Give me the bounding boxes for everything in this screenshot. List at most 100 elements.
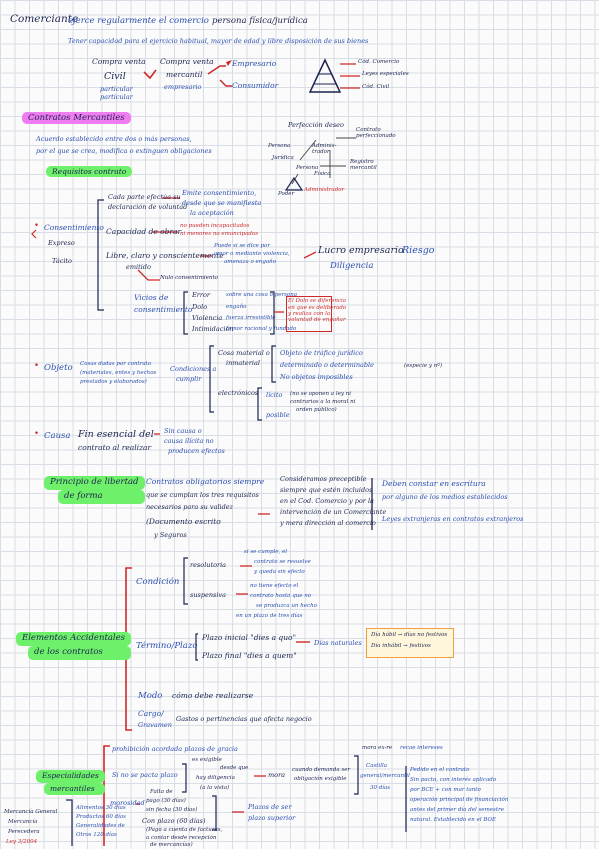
causa-label: Causa — [44, 431, 71, 441]
suspensiva-note-4: en un plazo de tres días — [236, 613, 303, 619]
compra-mercantil-1: Compra venta — [160, 57, 214, 66]
consentimiento-label: Consentimiento — [44, 223, 104, 232]
consideran-3: en el Cod. Comercio y por la — [280, 497, 374, 505]
mora-automatica: recae intereses — [400, 745, 443, 751]
vicio-note-2: engaño — [226, 304, 247, 310]
libre-1: Libre, claro y conscientemente — [106, 251, 224, 260]
resolutoria-note-1: si se cumple, el — [244, 549, 288, 555]
condiciones-2: cumplir — [176, 375, 202, 383]
vicio-note-1: sobre una cosa o persona — [226, 292, 298, 298]
bullet-dot: • — [34, 221, 40, 231]
left-block-3: Perecedera — [8, 829, 40, 835]
suspensiva-label: suspensiva — [190, 591, 227, 599]
objeto-desc-3: prestados y elaborados) — [80, 379, 147, 385]
modo-desc: cómo debe realizarse — [172, 691, 254, 700]
principio-contratos-1: Contratos obligatorios siempre — [146, 477, 265, 486]
exigible-3: hay diligencia — [196, 775, 235, 781]
si-no-pacto: Si no se pacta plazo — [112, 771, 178, 779]
dolo-note-4: voluntad de engañar — [288, 317, 346, 324]
objeto-negocio-1: Objeto de tráfico jurídico — [280, 349, 363, 357]
sin-fecha: sin fecha (30 días) — [146, 807, 198, 813]
consideran-4: intervención de un Comerciante — [280, 508, 387, 516]
emite-1: Emite consentimiento, — [182, 189, 257, 197]
cada-parte-1: Cada parte efectúa su — [108, 193, 181, 201]
dia-inhabil: Día inhábil → festivos — [371, 643, 431, 649]
header-persona: persona física/jurídica — [212, 16, 308, 26]
diligencia-label: Diligencia — [330, 261, 374, 271]
morosidad-label: morosidad — [110, 799, 145, 807]
vicios-2: consentimiento — [134, 305, 193, 314]
resolutoria-label: resolutoria — [190, 561, 227, 569]
diagram-registro: Registro mercantil — [350, 159, 377, 171]
diagram-fisica: Física — [314, 171, 331, 177]
con-plazo: Con plazo (60 días) — [142, 817, 206, 825]
vicio-error: Error — [192, 291, 210, 299]
plazo-nota-2: plazo superior — [248, 814, 296, 822]
consideran-2: siempre que estén incluidos — [280, 486, 373, 494]
cuando-1: cuando demanda ser — [292, 767, 351, 773]
nulo-label: Nulo consentimiento — [160, 275, 218, 281]
cosa-material-2: inmaterial — [226, 359, 260, 367]
vicio-note-3: fuerza irresistible — [226, 315, 276, 321]
plazo-final: Plazo final "dies a quem" — [202, 651, 297, 660]
principio-docs: (Documento escrito — [146, 517, 221, 526]
principio-title: Principio de libertad de forma — [44, 476, 145, 504]
compra-civil-2: Civil — [104, 71, 126, 82]
principio-contratos-2: que se cumplan los tres requisitos — [146, 491, 259, 499]
pedido-4: operación principal de financiación — [410, 797, 509, 803]
especie-label: (especie y nº) — [404, 363, 442, 369]
header-capacidad: Tener capacidad para el ejercicio habitu… — [68, 37, 369, 45]
contratos-def-2: por el que se crea, modifica o extinguen… — [36, 147, 212, 155]
castilla-3: 30 días — [370, 785, 391, 791]
dolo-note-box: El Dolo se diferencia en que es delibera… — [286, 296, 347, 332]
prohibicion-label: prohibición acordada plazos de gracia — [112, 745, 238, 753]
dolo-note-1: El Dolo se diferencia — [288, 298, 347, 304]
pedido-6: natural. Establecido en el BOE — [410, 817, 496, 823]
suspensiva-note-2: contrato hasta que no — [250, 593, 312, 599]
condicion-label: Condición — [136, 577, 180, 587]
licito-nota-1: (no se oponen a ley ni — [290, 391, 352, 397]
dias-naturales: Días naturales — [314, 639, 362, 647]
consideran-1: Consideramos preceptible — [280, 475, 367, 483]
plazo-inicial: Plazo inicial "dies a quo" — [202, 633, 297, 642]
objeto-negocio-2: determinado o determinable — [280, 361, 374, 369]
left-block-2: Mercancía — [8, 819, 38, 825]
expreso-label: Expreso — [48, 239, 75, 247]
licito-nota-3: orden público) — [296, 407, 337, 413]
pyramid-level-1: Cód. Comercio — [358, 59, 400, 65]
castilla-2: general/mercantil — [360, 773, 410, 779]
consideran-5: y mera dirección al comercio — [280, 519, 376, 527]
causa-desc-1: Fin esencial del — [78, 429, 154, 440]
left-days-2: Productos 60 días — [76, 814, 127, 820]
vicio-dolo: Dolo — [192, 303, 208, 311]
exigible-4: (a la vista) — [200, 785, 230, 791]
capacidad-obrar: Capacidad de obrar — [106, 227, 182, 236]
objeto-desc-1: Cosas dadas por contrato — [80, 361, 152, 367]
plazo-ex-3: de mercancías) — [150, 842, 193, 848]
pedido-3: por BCE + con mar tanto — [410, 787, 481, 793]
left-days-4: Otros 120 días — [76, 832, 117, 838]
objeto-desc-2: (materiales, entes y hechos — [80, 370, 157, 376]
requisitos-label: Requisitos contrato — [46, 166, 133, 177]
resolutoria-note-3: y queda sin efecto — [254, 569, 305, 575]
riesgo-label: Riesgo — [402, 245, 435, 256]
pedido-5: antes del primer día del semestre — [410, 807, 504, 813]
modo-label: Modo — [138, 691, 163, 701]
header-title: Comerciante — [10, 13, 79, 25]
electronica-label: electrónicos — [218, 389, 259, 397]
cada-parte-2: declaración de voluntad — [108, 203, 188, 211]
left-note: Ley 3/2004 — [6, 839, 38, 845]
dia-habil: Día hábil → días no festivos — [371, 632, 448, 638]
plazo-ex-1: (Pago a cuenta de facturas, — [146, 827, 223, 833]
licito-nota-2: contrarios a la moral ni — [290, 399, 356, 405]
diagram-admin: Administrador — [304, 187, 345, 193]
especialidades-title: Especialidades mercantiles — [36, 770, 105, 795]
pedido-2: Sin pacto, con interés aplicado — [410, 777, 497, 783]
termino-label: Término/Plazo — [136, 641, 198, 651]
mora-ex: mora ex-re — [362, 745, 393, 751]
header-consumidor: Consumidor — [232, 81, 279, 90]
bullet-dot-causa: • — [34, 429, 40, 439]
compra-civil-3: particular — [100, 85, 133, 93]
condiciones-1: Condiciones a — [170, 365, 217, 373]
deben-2: por alguno de los medios establecidos — [382, 493, 508, 501]
